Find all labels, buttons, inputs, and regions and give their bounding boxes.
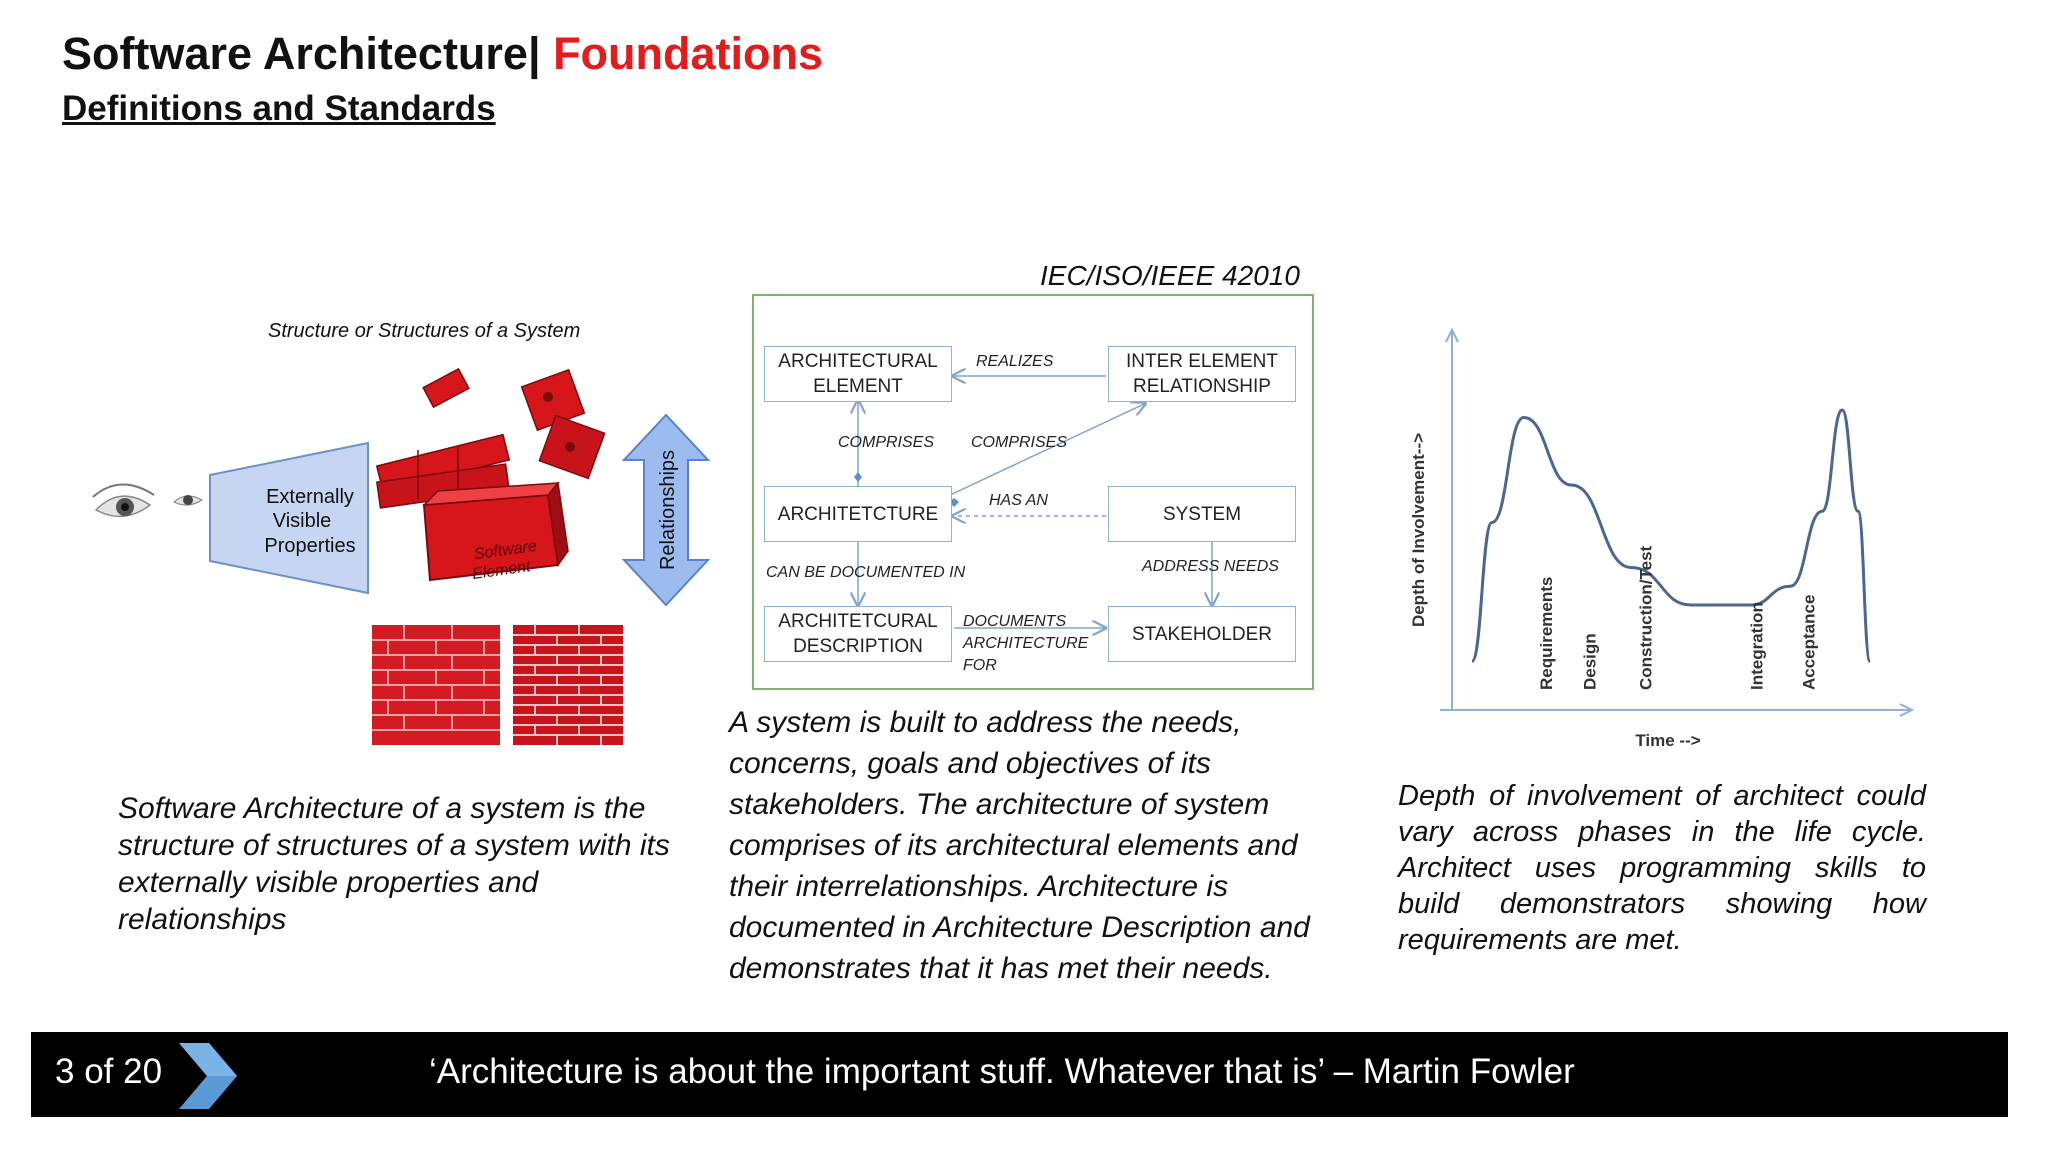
involvement-curve [1470, 408, 1872, 663]
eye-icon [92, 483, 155, 518]
phase-label-0: Requirements [1537, 577, 1556, 690]
title-accent: Foundations [553, 28, 824, 79]
box-ad-line-2: DESCRIPTION [793, 636, 923, 657]
standard-title: IEC/ISO/IEEE 42010 [1040, 260, 1300, 291]
label-documents-2: ARCHITECTURE [963, 635, 1089, 652]
box-architectural-description: ARCHITETCURAL DESCRIPTION [764, 606, 952, 662]
label-documents: DOCUMENTS ARCHITECTURE FOR [963, 611, 1088, 677]
page-title: Software Architecture| Foundations [62, 28, 823, 80]
next-chevron-icon[interactable] [179, 1043, 239, 1109]
box-stakeholder: STAKEHOLDER [1108, 606, 1296, 662]
phase-label-1: Design [1581, 633, 1600, 690]
relationships-label: Relationships [657, 450, 679, 570]
label-documents-1: DOCUMENTS [963, 613, 1067, 630]
y-axis-arrow [1445, 327, 1459, 343]
box-ae-line-1: ARCHITECTURAL [778, 351, 938, 372]
label-documents-3: FOR [963, 657, 997, 674]
label-comprises-left: COMPRISES [838, 434, 935, 451]
label-has-an: HAS AN [989, 492, 1048, 509]
phase-label-4: Acceptance [1799, 595, 1818, 690]
box-inter-element-relationship: INTER ELEMENT RELATIONSHIP [1108, 346, 1296, 402]
box-architecture: ARCHITETCTURE [764, 486, 952, 542]
box-architectural-element: ARCHITECTURAL ELEMENT [764, 346, 952, 402]
brick-wall-left [372, 625, 500, 745]
ev-line-1: Externally [266, 486, 354, 508]
footer-quote: ‘Architecture is about the important stu… [429, 1052, 1575, 1091]
label-address-needs: ADDRESS NEEDS [1142, 558, 1279, 575]
label-realizes: REALIZES [976, 353, 1054, 370]
right-caption: Depth of involvement of architect could … [1398, 780, 1926, 956]
box-system: SYSTEM [1108, 486, 1296, 542]
ev-line-3: Properties [264, 535, 355, 557]
label-can-be-documented: CAN BE DOCUMENTED IN [766, 564, 966, 581]
label-comprises-right: COMPRISES [971, 434, 1068, 451]
phase-label-3: Integration [1748, 602, 1767, 690]
phase-label-2: Construction/Test [1636, 545, 1655, 690]
externally-visible-shape [209, 441, 369, 595]
box-ad-line-1: ARCHITETCURAL [778, 611, 938, 632]
relationships-arrow [621, 413, 711, 607]
page-subtitle: Definitions and Standards [62, 89, 496, 128]
box-ie-line-1: INTER ELEMENT [1125, 351, 1279, 372]
ev-line-2: Visible [273, 510, 332, 532]
middle-caption: A system is built to address the needs, … [729, 706, 1310, 985]
involvement-chart: Requirements Design Construction/Test Integ… [1409, 327, 1915, 750]
structure-figure-title: Structure or Structures of a System [268, 320, 581, 342]
phase-labels: Requirements Design Construction/Test Integ… [1537, 545, 1819, 690]
brick-wall-right [513, 625, 623, 745]
box-ae-line-2: ELEMENT [813, 376, 903, 397]
iec-diagram: ARCHITECTURAL ELEMENT INTER ELEMENT RELATI… [752, 294, 1314, 690]
y-axis-label: Depth of Involvement--> [1409, 433, 1428, 627]
software-element-brick: Software Element [422, 481, 569, 583]
x-axis-label: Time --> [1635, 731, 1700, 750]
left-caption: Software Architecture of a system is the… [118, 792, 670, 936]
box-ie-line-2: RELATIONSHIP [1133, 376, 1271, 397]
title-main: Software Architecture| [62, 28, 541, 79]
eye-icon-2 [172, 495, 204, 506]
page-indicator: 3 of 20 [55, 1052, 163, 1091]
structure-illustration: Externally Visible Properties Software E… [92, 367, 711, 745]
footer-bar: 3 of 20 ‘Architecture is about the impor… [31, 1032, 2008, 1117]
x-axis-arrow [1899, 703, 1915, 717]
